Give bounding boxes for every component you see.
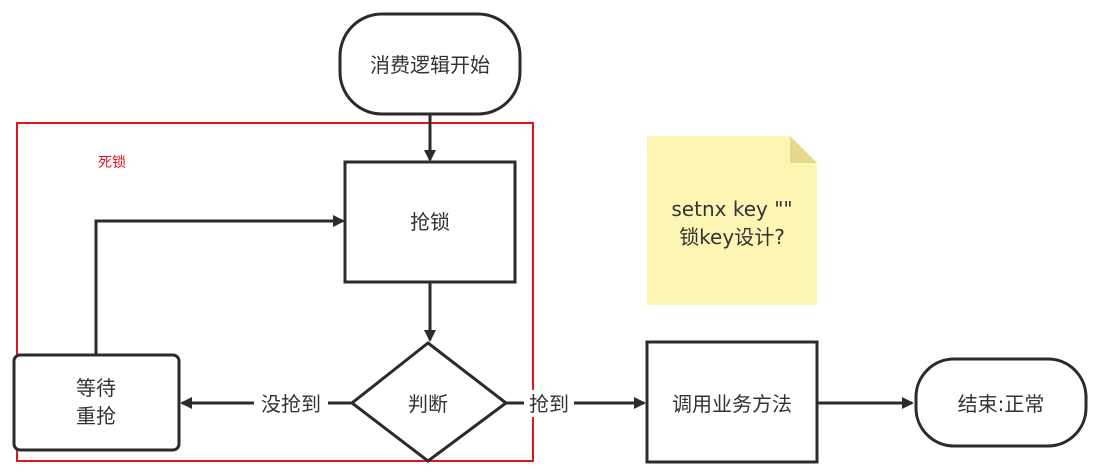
business-method-label: 调用业务方法 — [672, 392, 792, 416]
deadlock-region-label: 死锁 — [98, 155, 126, 171]
wait-retry-label-line2: 重抢 — [76, 404, 116, 428]
edge-not-acquired-label: 没抢到 — [261, 392, 321, 416]
edge-acquired-label: 抢到 — [529, 392, 569, 416]
decision-node — [349, 341, 509, 463]
sticky-note-line1: setnx key "" — [671, 197, 792, 221]
end-node-label: 结束:正常 — [958, 392, 1045, 416]
grab-lock-node — [343, 160, 517, 284]
end-node — [914, 357, 1088, 448]
edge-acquired-label-bg — [524, 390, 574, 417]
deadlock-region-frame — [16, 122, 534, 462]
start-node-label: 消费逻辑开始 — [370, 53, 490, 77]
edge-not-acquired-label-bg — [254, 390, 328, 417]
business-method-node — [645, 340, 819, 464]
sticky-note-fold — [790, 136, 817, 163]
wait-retry-label-line1: 等待 — [76, 376, 116, 400]
sticky-note-line2: 锁key设计? — [679, 225, 785, 249]
sticky-note — [647, 136, 817, 305]
wait-retry-node — [12, 353, 181, 452]
grab-lock-label: 抢锁 — [410, 210, 450, 234]
edge-retry-loop — [94, 215, 345, 355]
decision-label: 判断 — [408, 392, 448, 416]
